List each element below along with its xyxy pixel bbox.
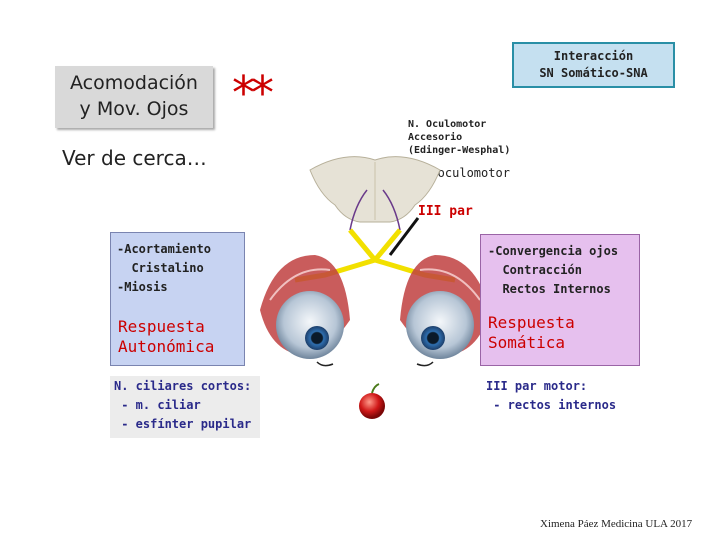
motor-nerve-text: III par motor: - rectos internos: [486, 379, 617, 412]
somatic-response-title: Respuesta Somática: [488, 313, 575, 353]
somatic-title-line2: Somática: [488, 333, 566, 352]
autonomic-effects-list: -Acortamiento Cristalino -Miosis: [117, 242, 211, 294]
interaction-box: Interacción SN Somático-SNA: [512, 42, 675, 88]
somatic-response-box: [480, 234, 640, 366]
oculomotor-note: N. Oculomotor Accesorio (Edinger-Wesphal…: [408, 118, 510, 157]
stars-marker: **: [232, 66, 274, 120]
credit-text: Ximena Páez Medicina ULA 2017: [540, 518, 693, 530]
right-eyeball: [406, 291, 474, 359]
interaction-line2: SN Somático-SNA: [539, 66, 648, 80]
title-line1: Acomodación: [70, 72, 198, 94]
ciliary-nerves-text: N. ciliares cortos: - m. ciliar - esfínt…: [114, 379, 252, 431]
ciliary-box: [110, 376, 260, 438]
interaction-line1: Interacción: [553, 49, 634, 63]
somatic-effects-list: -Convergencia ojos Contracción Rectos In…: [488, 244, 619, 296]
oculomotor-note-line2: Accesorio: [408, 132, 463, 143]
right-iris: [421, 326, 445, 350]
oculomotor-note-line3: (Edinger-Wesphal): [408, 145, 511, 156]
near-vision-label: Ver de cerca…: [62, 146, 207, 170]
third-pair-label: III par: [418, 204, 473, 219]
autonomic-title-line2: Autonómica: [118, 337, 215, 356]
autonomic-response-box: [110, 232, 245, 366]
apple-icon: [359, 393, 385, 419]
eye-anatomy-illustration: [260, 156, 490, 419]
left-eyeball: [276, 291, 344, 359]
somatic-title-line1: Respuesta: [488, 313, 575, 332]
autonomic-title-line1: Respuesta: [118, 317, 205, 336]
left-iris: [305, 326, 329, 350]
title-line2: y Mov. Ojos: [79, 98, 189, 120]
oculomotor-note-line1: N. Oculomotor: [408, 119, 487, 130]
autonomic-response-title: Respuesta Autonómica: [118, 317, 214, 357]
title-box: Acomodación y Mov. Ojos: [55, 66, 213, 128]
